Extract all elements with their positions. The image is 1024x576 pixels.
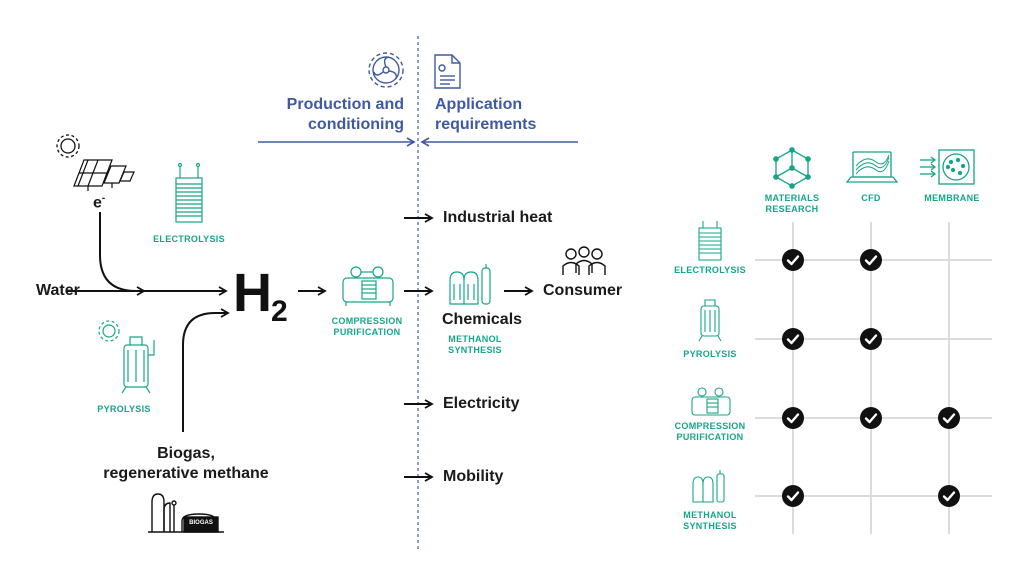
check-icon [860, 328, 882, 350]
h2-sub: 2 [271, 295, 288, 328]
check-icon [782, 328, 804, 350]
matrix-electrolysis-icon [698, 221, 722, 261]
pyrolysis-label: PYROLYSIS [97, 404, 151, 414]
matrix-col-materials-line1: MATERIALS [764, 193, 820, 203]
biogas-plant-icon [148, 493, 224, 533]
gear-fan-icon [368, 52, 404, 88]
biogas-label: Biogas, regenerative methane [96, 444, 276, 484]
electricity-label: Electricity [443, 395, 520, 412]
matrix-row-pyrolysis: PYROLYSIS [670, 349, 750, 360]
electron-text: e [93, 194, 102, 212]
industrial-heat-label: Industrial heat [443, 209, 553, 226]
water-label: Water [36, 282, 80, 299]
chemicals-label: Chemicals [442, 311, 523, 328]
pyrolysis-icon [121, 336, 155, 394]
consumer-label: Consumer [543, 282, 623, 299]
document-icon [434, 54, 461, 89]
application-label-line2: requirements [435, 116, 537, 133]
matrix-pyrolysis-icon [698, 299, 722, 342]
application-label: Application requirements [435, 95, 575, 135]
matrix-col-materials-line2: RESEARCH [765, 204, 819, 214]
h2-main: H [233, 263, 272, 323]
check-icon [782, 407, 804, 429]
electron-sup: - [101, 193, 106, 204]
biogas-flow-line [182, 308, 230, 432]
matrix-row-compression: COMPRESSION PURIFICATION [664, 421, 756, 443]
check-icon [860, 407, 882, 429]
compression-label: COMPRESSION PURIFICATION [323, 316, 411, 338]
check-icon [782, 485, 804, 507]
biogas-label-line2: regenerative methane [103, 465, 269, 482]
consumer-icon [562, 246, 606, 275]
matrix-row-methanol: METHANOL SYNTHESIS [670, 510, 750, 532]
compression-label-line1: COMPRESSION [331, 316, 403, 326]
methanol-label-line1: METHANOL [448, 334, 502, 344]
pyrolysis-sun-icon [98, 320, 120, 342]
matrix-col-cfd: CFD [841, 193, 901, 204]
h2-symbol: H2 [233, 262, 288, 329]
sun-icon [56, 134, 80, 158]
check-icon [782, 249, 804, 271]
matrix-col-membrane: MEMBRANE [920, 193, 984, 204]
crystal-structure-icon [773, 147, 811, 189]
biogas-tank-label: BIOGAS [189, 520, 213, 526]
matrix-row-electrolysis: ELECTROLYSIS [670, 265, 750, 276]
check-icon [938, 485, 960, 507]
methanol-synthesis-icon [449, 264, 491, 305]
electron-label: e- [93, 193, 105, 212]
methanol-label-line2: SYNTHESIS [448, 345, 502, 355]
matrix-compression-icon [691, 387, 731, 416]
solar-panel-icon [73, 159, 135, 191]
electrolysis-icon [175, 162, 203, 223]
laptop-icon [845, 151, 899, 183]
matrix-row-pyrolysis-line1: PYROLYSIS [683, 349, 737, 359]
mobility-label: Mobility [443, 468, 504, 485]
membrane-icon [920, 149, 975, 185]
compression-label-line2: PURIFICATION [333, 327, 401, 337]
production-label-line1: Production and [286, 96, 404, 113]
matrix-row-methanol-line1: METHANOL [683, 510, 737, 520]
check-icon [938, 407, 960, 429]
matrix-col-materials: MATERIALS RESEARCH [752, 193, 832, 215]
electrolysis-label: ELECTROLYSIS [153, 234, 225, 244]
biogas-label-line1: Biogas, [157, 445, 215, 462]
matrix-col-cfd-line1: CFD [861, 193, 881, 203]
matrix-row-electrolysis-line1: ELECTROLYSIS [674, 265, 746, 275]
matrix-row-methanol-line2: SYNTHESIS [683, 521, 737, 531]
application-label-line1: Application [435, 96, 523, 113]
production-label: Production and conditioning [270, 95, 404, 135]
matrix-methanol-icon [692, 470, 725, 503]
matrix-row-compression-line1: COMPRESSION [674, 421, 746, 431]
matrix-col-membrane-line1: MEMBRANE [924, 193, 980, 203]
check-icon [860, 249, 882, 271]
compression-icon [342, 266, 394, 306]
matrix-row-compression-line2: PURIFICATION [676, 432, 744, 442]
production-label-line2: conditioning [308, 116, 404, 133]
methanol-label: METHANOL SYNTHESIS [440, 334, 510, 356]
